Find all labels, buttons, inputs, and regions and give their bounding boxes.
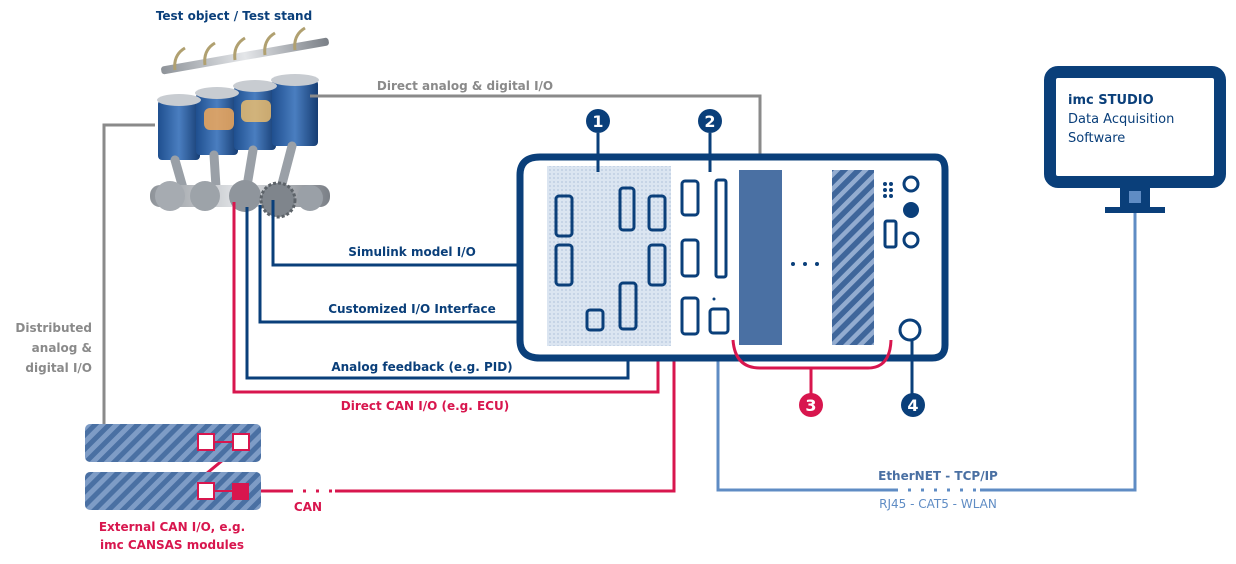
- svg-text:2: 2: [704, 112, 715, 131]
- label-external-2: imc CANSAS modules: [100, 538, 244, 552]
- label-direct-analog: Direct analog & digital I/O: [377, 79, 553, 93]
- daq-device: [516, 133, 949, 395]
- external-can-modules: [85, 424, 261, 510]
- label-distributed-1: Distributed: [15, 321, 92, 335]
- label-can: CAN: [294, 500, 322, 514]
- badge-2: 2: [698, 109, 722, 133]
- label-studio-1: imc STUDIO: [1068, 93, 1154, 108]
- engine-illustration: [150, 26, 330, 219]
- badge-4: 4: [901, 393, 925, 417]
- label-distributed-2: analog &: [32, 341, 92, 355]
- ethernet-connections: [716, 205, 1137, 492]
- label-studio-3: Software: [1068, 131, 1125, 146]
- badge-1: 1: [586, 109, 610, 133]
- label-direct-can: Direct CAN I/O (e.g. ECU): [341, 399, 509, 413]
- badge-3: 3: [799, 393, 823, 417]
- label-customized: Customized I/O Interface: [328, 302, 496, 316]
- monitor-icon: [1044, 66, 1226, 213]
- label-rj45: RJ45 - CAT5 - WLAN: [879, 497, 997, 511]
- svg-text:1: 1: [592, 112, 603, 131]
- label-distributed-3: digital I/O: [25, 361, 92, 375]
- svg-text:4: 4: [907, 396, 918, 415]
- label-studio-2: Data Acquisition: [1068, 112, 1174, 127]
- label-ethernet: EtherNET - TCP/IP: [878, 469, 998, 483]
- svg-text:3: 3: [805, 396, 816, 415]
- label-simulink: Simulink model I/O: [348, 245, 476, 259]
- label-analog-feedback: Analog feedback (e.g. PID): [331, 360, 512, 374]
- label-external-1: External CAN I/O, e.g.: [99, 520, 245, 534]
- label-test-object: Test object / Test stand: [156, 9, 312, 23]
